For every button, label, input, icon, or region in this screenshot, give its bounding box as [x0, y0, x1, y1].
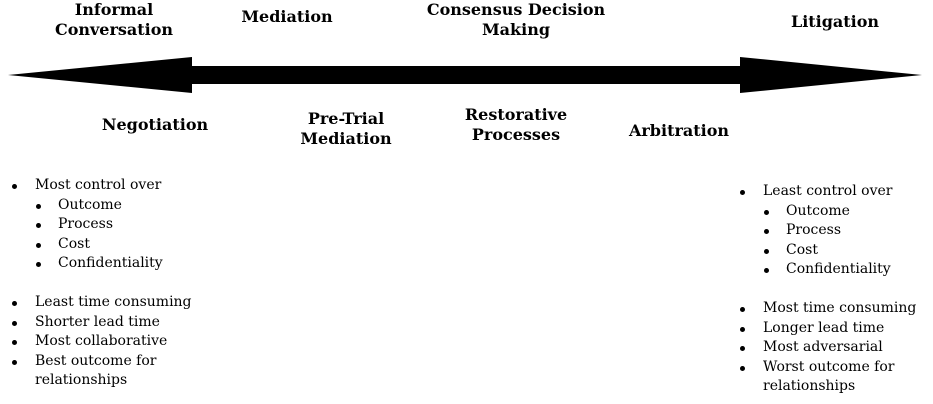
label-informal-line2: Conversation — [54, 20, 174, 39]
list-item: Most time consuming — [736, 299, 916, 319]
list-subitem: Cost — [736, 241, 916, 261]
list-subitem: Confidentiality — [736, 260, 916, 280]
list-item-line2: relationships — [35, 372, 128, 389]
list-subitem: Cost — [8, 235, 192, 255]
list-item: Longer lead time — [736, 319, 916, 339]
label-consensus-line1: Consensus Decision — [426, 0, 606, 19]
right-characteristics-list: Least control over Outcome Process Cost … — [736, 182, 916, 397]
label-informal-line1: Informal — [74, 0, 154, 19]
label-negotiation-text: Negotiation — [101, 115, 209, 134]
label-arbitration-text: Arbitration — [628, 121, 730, 140]
left-characteristics-list: Most control over Outcome Process Cost C… — [8, 176, 192, 391]
list-item: Least time consuming — [8, 293, 192, 313]
list-item: Most adversarial — [736, 338, 916, 358]
label-restorative-processes: Restorative Processes — [454, 105, 578, 145]
label-restorative-line2: Processes — [471, 125, 561, 144]
label-pretrial-line2: Mediation — [300, 129, 392, 148]
list-subitem: Process — [736, 221, 916, 241]
label-mediation-text: Mediation — [241, 7, 333, 26]
label-litigation-text: Litigation — [790, 12, 880, 31]
label-consensus-decision-making: Consensus Decision Making — [410, 0, 622, 40]
list-item-line2: relationships — [763, 378, 856, 395]
list-subitem: Outcome — [8, 196, 192, 216]
list-subitem: Outcome — [736, 202, 916, 222]
label-consensus-line2: Making — [481, 20, 551, 39]
list-item-line1: Worst outcome for — [763, 358, 895, 375]
list-item: Shorter lead time — [8, 313, 192, 333]
list-subitem: Process — [8, 215, 192, 235]
list-item: Least control over — [736, 182, 916, 202]
label-pretrial-line1: Pre-Trial — [307, 109, 385, 128]
label-pre-trial-mediation: Pre-Trial Mediation — [290, 109, 402, 149]
list-item-line1: Best outcome for — [35, 352, 157, 369]
list-item: Worst outcome for relationships — [736, 358, 916, 397]
list-item: Most collaborative — [8, 332, 192, 352]
label-informal-conversation: Informal Conversation — [52, 0, 176, 40]
label-litigation: Litigation — [778, 12, 892, 32]
list-subitem: Confidentiality — [8, 254, 192, 274]
spectrum-double-arrow — [8, 57, 922, 93]
list-item: Best outcome for relationships — [8, 352, 192, 391]
arrow-shape — [8, 57, 922, 93]
label-negotiation: Negotiation — [94, 115, 216, 135]
label-mediation: Mediation — [228, 7, 346, 27]
label-restorative-line1: Restorative — [464, 105, 568, 124]
label-arbitration: Arbitration — [620, 121, 738, 141]
list-item: Most control over — [8, 176, 192, 196]
